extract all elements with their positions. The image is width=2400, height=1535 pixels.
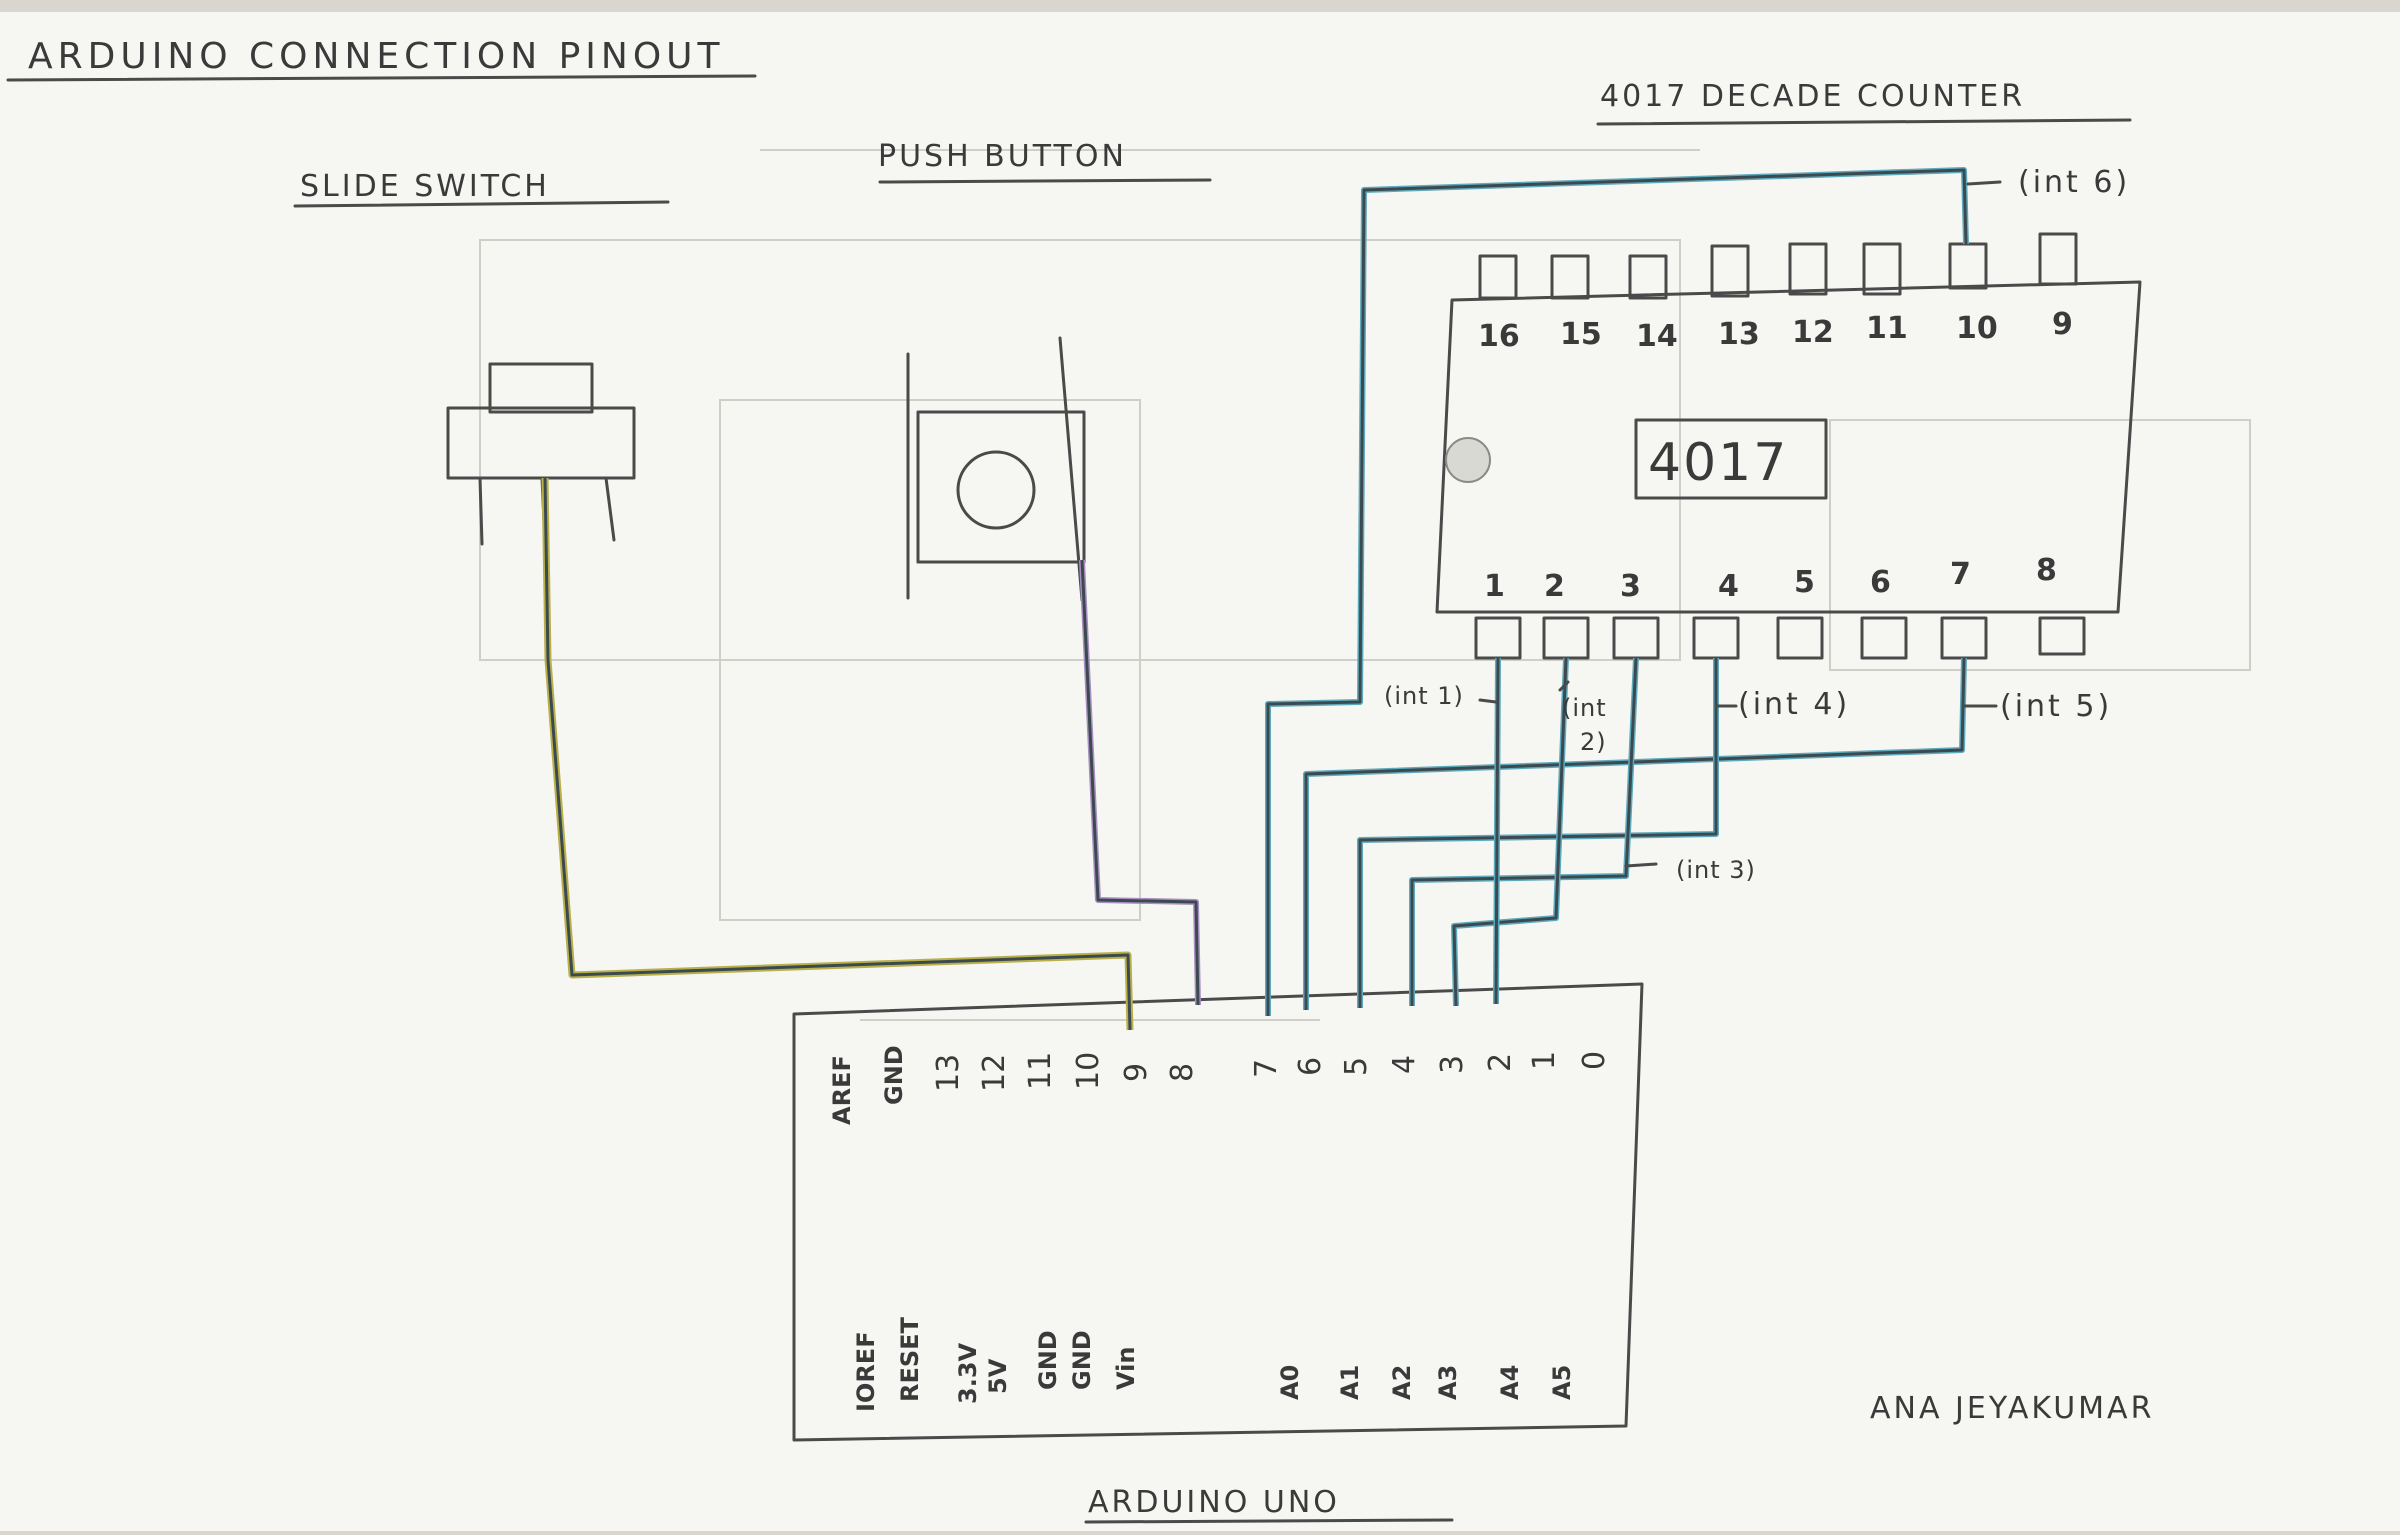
arduino-a0-label: A0 [1276,1365,1304,1400]
arduino-pin-2: 2 [1483,1053,1518,1072]
annotation-int3: (int 3) [1676,856,1756,884]
push-button-label: PUSH BUTTON [878,139,1127,174]
annotation-int2-line2: 2) [1580,728,1607,756]
decade-counter-chip: 4017 [1435,280,2142,614]
arduino-pin-3: 3 [1435,1055,1470,1074]
annotation-int2-line1: (int [1562,694,1607,722]
arduino-pin-9: 9 [1119,1063,1154,1082]
wire-int4-pin4-to-d5 [1357,658,1719,1008]
arduino-pin-4: 4 [1387,1055,1422,1074]
arduino-power-labels: IOREF RESET 3.3V 5V GND GND Vin [852,1316,1140,1412]
arduino-a5-label: A5 [1548,1365,1576,1400]
arduino-a2-label: A2 [1388,1365,1416,1400]
chip-pin-16: 16 [1478,319,1520,354]
arduino-reset-label: RESET [896,1316,924,1402]
arduino-digital-labels: AREF GND [828,1045,908,1125]
chip-pin-11: 11 [1866,311,1908,346]
chip-bottom-pin-numbers: 1 2 3 4 5 6 7 8 [1484,553,2057,604]
arduino-pin-12: 12 [977,1054,1012,1092]
chip-pin-3: 3 [1620,569,1641,604]
arduino-5v-label: 5V [984,1358,1012,1394]
chip-label: 4017 [1648,433,1788,493]
arduino-analog-labels: A0 A1 A2 A3 A4 A5 [1276,1365,1576,1400]
chip-pin-12: 12 [1792,315,1834,350]
arduino-aref-label: AREF [828,1055,856,1125]
arduino-digital-pins: 13 12 11 10 9 8 7 6 5 4 3 2 1 0 [931,1051,1612,1092]
arduino-pin-13: 13 [931,1054,966,1092]
chip-pin-10: 10 [1956,311,1998,346]
chip-notch [1445,437,1491,483]
title-underline [6,74,757,82]
annotation-int1: (int 1) [1384,682,1464,710]
chip-pin-2: 2 [1544,569,1565,604]
wire-int6-pin10-to-d7 [1265,167,1969,1016]
arduino-pin-10: 10 [1071,1052,1106,1090]
diagram-title: ARDUINO CONNECTION PINOUT [28,36,725,77]
chip-pin-4: 4 [1718,569,1739,604]
chip-pin-6: 6 [1870,565,1891,600]
arduino-a4-label: A4 [1496,1365,1524,1400]
chip-annotations: (int 6) (int 1) (int 2) (int 4) (int 5) … [1384,165,2130,884]
arduino-label: ARDUINO UNO [1088,1485,1340,1520]
arduino-pin-1: 1 [1527,1051,1562,1070]
chip-pin-13: 13 [1718,317,1760,352]
wire-push-button [1079,559,1201,1006]
arduino-pin-0: 0 [1577,1051,1612,1070]
annotation-int6: (int 6) [2018,165,2130,200]
arduino-a1-label: A1 [1336,1365,1364,1400]
arduino-pin-7: 7 [1249,1059,1284,1078]
decade-counter-label: 4017 DECADE COUNTER [1600,79,2025,114]
push-button [906,336,1086,602]
arduino-3v3-label: 3.3V [954,1342,982,1404]
arduino-gnd-1-label: GND [1034,1330,1062,1390]
annotation-int5: (int 5) [2000,689,2112,724]
arduino-ioref-label: IOREF [852,1331,880,1412]
wire-int2-pin2-to-d3 [1451,657,1569,1007]
arduino-gnd-2-label: GND [1068,1330,1096,1390]
chip-pin-9: 9 [2052,307,2073,342]
arduino-gnd-label: GND [880,1045,908,1105]
erased-sketch [479,149,2251,1021]
arduino-pin-8: 8 [1165,1063,1200,1082]
arduino-vin-label: Vin [1112,1347,1140,1390]
chip-pin-1: 1 [1484,569,1505,604]
chip-top-pins [1478,232,2078,300]
paper [0,10,2400,1531]
arduino-a3-label: A3 [1434,1365,1462,1400]
chip-pin-15: 15 [1560,317,1602,352]
chip-pin-5: 5 [1794,565,1815,600]
chip-pin-7: 7 [1950,557,1971,592]
annotation-int4: (int 4) [1738,687,1850,722]
chip-pin-14: 14 [1636,319,1678,354]
wire-slide-switch [541,477,1134,1031]
slide-switch-label: SLIDE SWITCH [300,169,550,204]
arduino-pin-5: 5 [1339,1057,1374,1076]
author-name: ANA JEYAKUMAR [1870,1391,2154,1426]
wire-int3-pin3-to-d4 [1409,657,1639,1006]
wire-int1-pin1-to-d2 [1493,657,1501,1005]
chip-top-pin-numbers: 16 15 14 13 12 11 10 9 [1478,307,2073,354]
arduino-pin-6: 6 [1293,1057,1328,1076]
chip-pin-8: 8 [2036,553,2057,588]
arduino-pin-11: 11 [1023,1052,1058,1090]
